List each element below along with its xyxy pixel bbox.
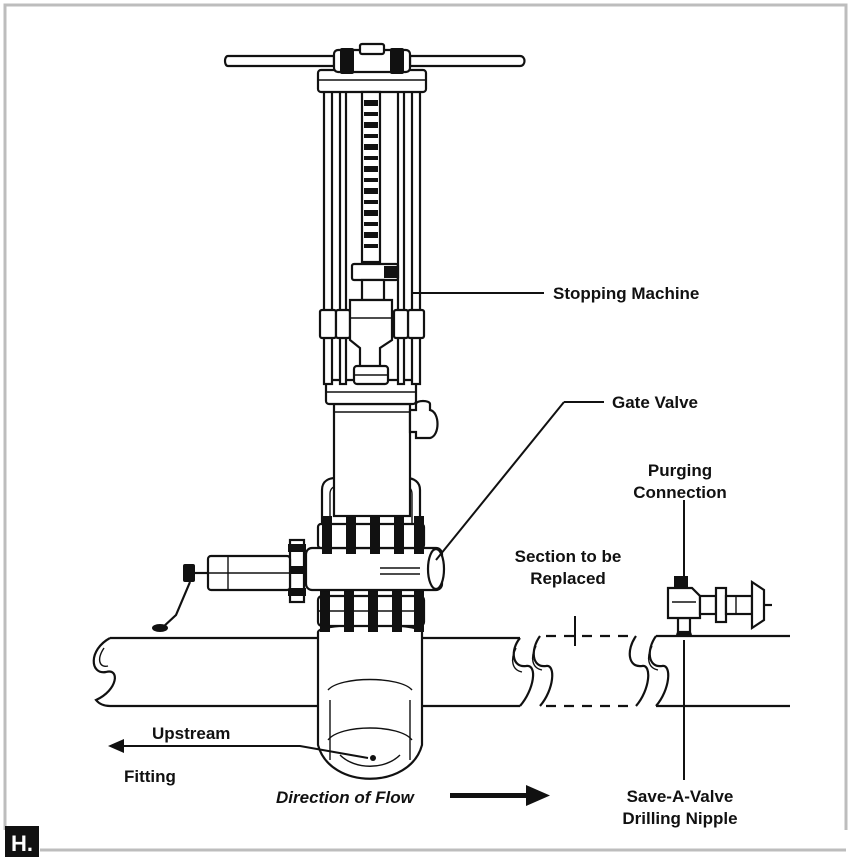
label-purging-connection-2: Connection: [633, 483, 727, 502]
label-section-replaced-2: Replaced: [530, 569, 606, 588]
main-pipe: [92, 634, 790, 708]
figure-frame: [3, 3, 848, 830]
badge-label: H.: [11, 831, 33, 856]
gate-valve: [152, 476, 446, 632]
figure-badge: H.: [5, 826, 39, 857]
label-stopping-machine: Stopping Machine: [553, 284, 699, 303]
label-drilling-nipple-1: Save-A-Valve: [627, 787, 734, 806]
section-to-be-replaced: [531, 634, 650, 708]
leader-lines: [108, 292, 685, 806]
lower-flange: [316, 590, 426, 632]
label-section-replaced-1: Section to be: [515, 547, 622, 566]
label-purging-connection-1: Purging: [648, 461, 712, 480]
label-gate-valve: Gate Valve: [612, 393, 698, 412]
label-upstream: Upstream: [152, 724, 230, 743]
labels: Stopping Machine Gate Valve Purging Conn…: [124, 284, 738, 828]
stopping-machine: [223, 42, 526, 518]
label-fitting: Fitting: [124, 767, 176, 786]
fitting: [316, 623, 424, 780]
label-drilling-nipple-2: Drilling Nipple: [622, 809, 737, 828]
label-direction-of-flow: Direction of Flow: [276, 788, 416, 807]
